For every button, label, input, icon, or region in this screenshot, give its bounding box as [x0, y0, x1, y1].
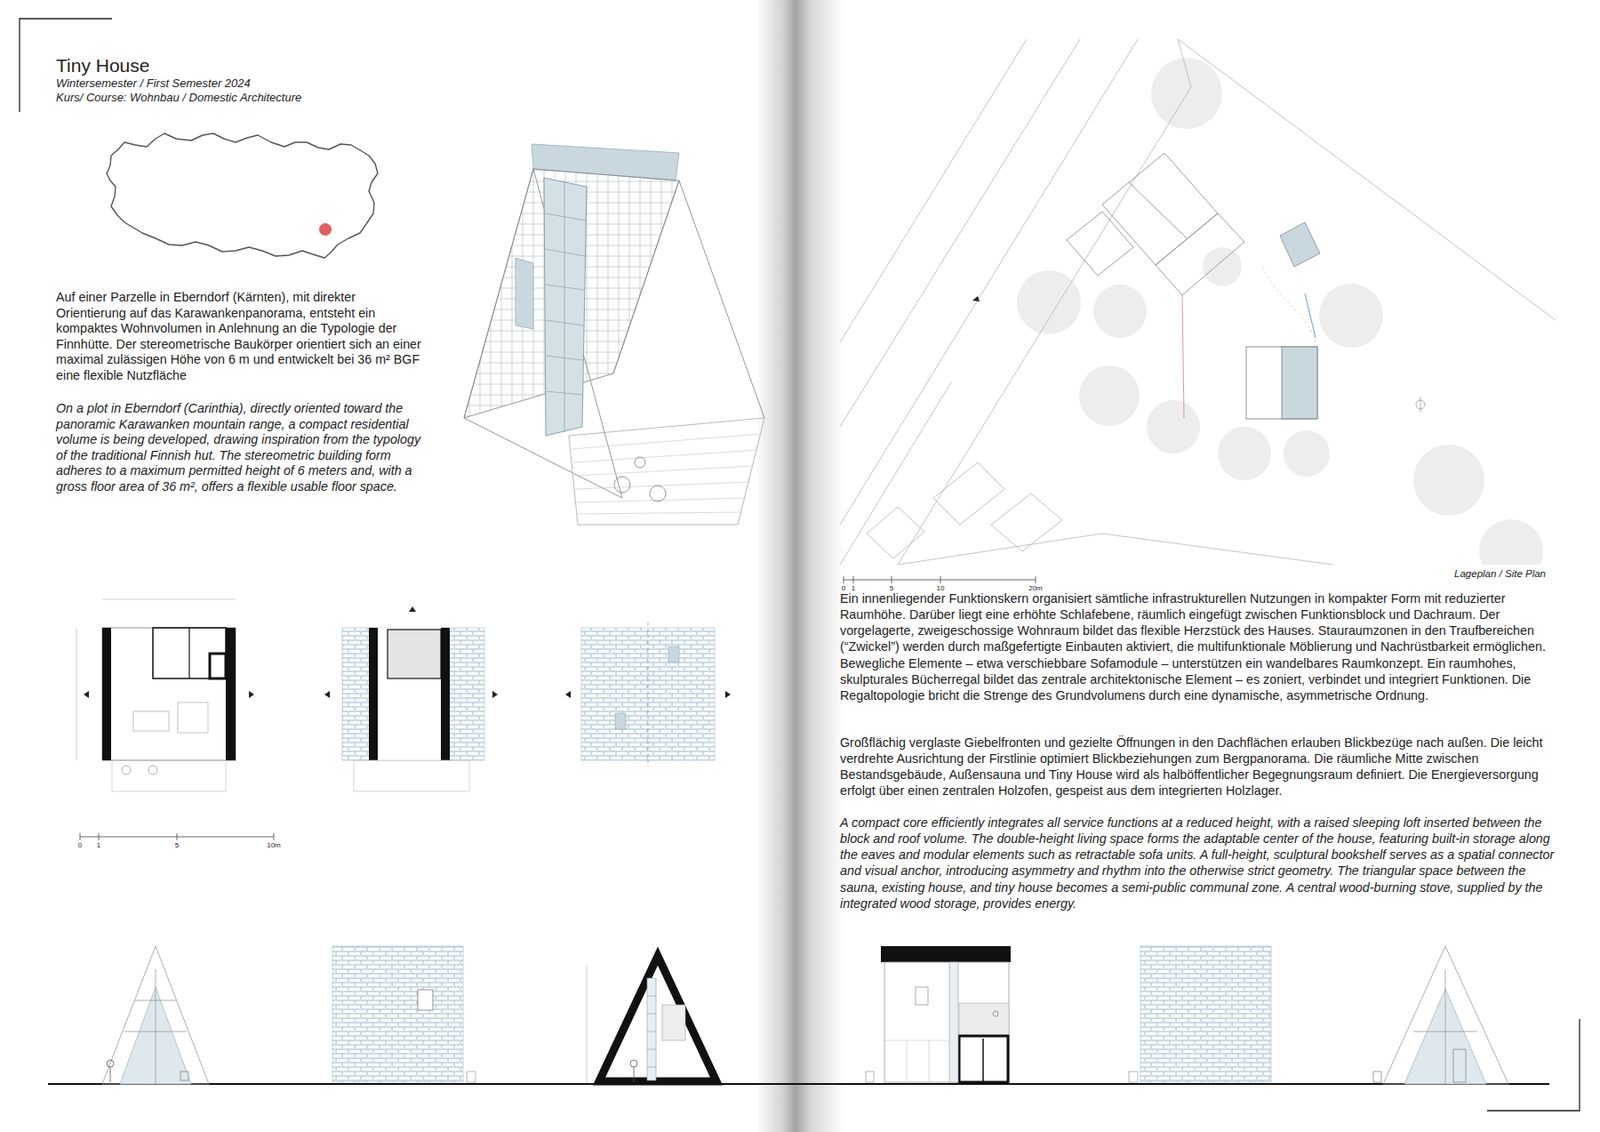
body-text: Auf einer Parzelle in Eberndorf (Kärnten… — [56, 289, 423, 384]
corner-bracket — [1487, 1018, 1580, 1111]
scale-number: 10m — [266, 840, 281, 850]
subtitle: Kurs/ Course: Wohnbau / Domestic Archite… — [56, 90, 302, 105]
body-text: A compact core efficiently integrates al… — [840, 814, 1556, 912]
scale-number: 0 — [78, 840, 82, 850]
elevation-roof — [332, 945, 476, 1082]
region-map — [106, 133, 378, 258]
body-text: Ein innenliegender Funktionskern organis… — [840, 590, 1556, 704]
scale-number: 1 — [96, 840, 101, 850]
body-text: On a plot in Eberndorf (Carinthia), dire… — [56, 400, 423, 495]
page-title: Tiny House — [56, 55, 150, 76]
ground-line — [48, 1082, 1550, 1085]
page-gutter — [755, 0, 845, 1132]
body-text: Großflächig verglaste Giebelfronten und … — [840, 734, 1556, 800]
section-cross — [586, 955, 717, 1082]
floor-plan-loft — [324, 606, 498, 792]
floor-plan-ground — [76, 599, 255, 792]
elevation-gable — [102, 945, 209, 1084]
elevation-roof — [1128, 945, 1272, 1082]
scale-bar — [80, 832, 274, 840]
elevation-gable — [1373, 945, 1509, 1084]
roof-plan — [565, 622, 731, 767]
scale-bar — [843, 576, 1036, 584]
site-plan — [840, 39, 1556, 565]
axonometric-view — [464, 144, 765, 525]
section-long — [865, 945, 1011, 1082]
subtitle: Wintersemester / First Semester 2024 — [56, 76, 251, 91]
figure-caption: Lageplan / Site Plan — [1454, 567, 1546, 580]
scale-number: 5 — [175, 840, 179, 850]
